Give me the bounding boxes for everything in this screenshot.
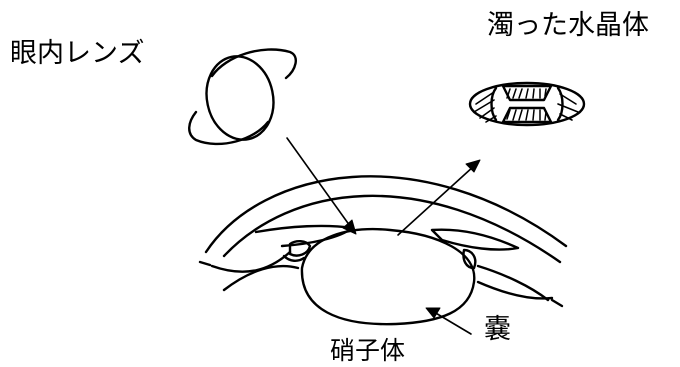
vitreous-label: 硝子体 (330, 338, 405, 363)
eye-cross-section (200, 176, 566, 324)
capsular-bag (302, 229, 474, 324)
intraocular-lens-label: 眼内レンズ (10, 40, 144, 67)
intraocular-lens-icon (189, 49, 296, 145)
cloudy-lens-icon (470, 83, 584, 125)
capsule-label: 嚢 (484, 316, 511, 343)
capsule-pointer-arrow (426, 308, 471, 334)
cloudy-lens-label: 濁った水晶体 (487, 12, 649, 39)
